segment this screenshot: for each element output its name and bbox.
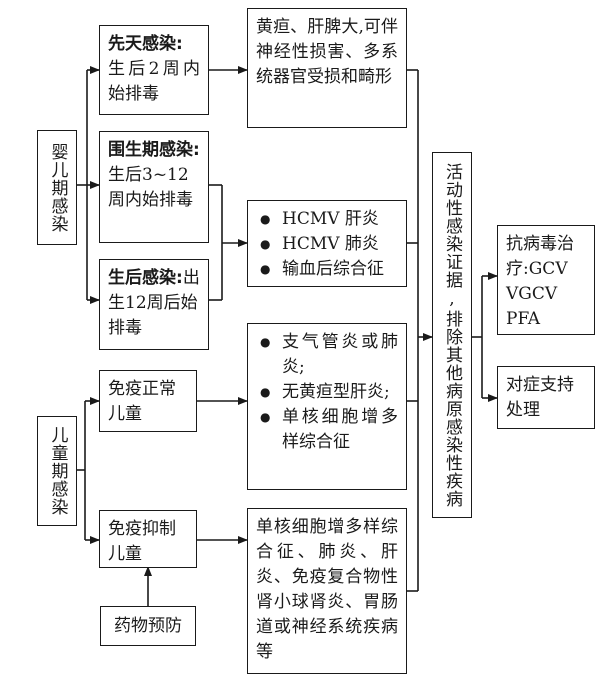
- outcome-item: 无黄疸型肝炎;: [256, 380, 398, 405]
- congenital-outcome-box: 黄疸、肝脾大,可伴神经性损害、多系统器官受损和畸形: [247, 8, 407, 128]
- immune-suppressed-outcome-box: 单核细胞增多样综合征、肺炎、肝炎、免疫复合物性肾小球肾炎、胃肠道或神经系统疾病等: [247, 508, 407, 674]
- immune-normal-outcomes-box: 支气管炎或肺炎; 无黄疸型肝炎; 单核细胞增多样综合征: [247, 323, 407, 490]
- congenital-infection-box: 先天感染: 生后2周内始排毒: [99, 25, 209, 115]
- perinatal-infection-box: 围生期感染: 生后3~12周内始排毒: [99, 131, 209, 243]
- supportive-care-box: 对症支持处理: [497, 366, 595, 429]
- immune-suppressed-box: 免疫抑制儿童: [99, 510, 197, 568]
- infant-period-label: 婴儿期感染: [37, 130, 77, 245]
- outcome-item: HCMV 肺炎: [256, 232, 398, 257]
- congenital-title: 先天感染:: [108, 34, 183, 54]
- antiviral-line: 抗病毒治疗:GCV: [506, 234, 574, 279]
- perinatal-outcomes-box: HCMV 肝炎 HCMV 肺炎 输血后综合征: [247, 200, 407, 287]
- outcome-item: 单核细胞增多样综合征: [256, 405, 398, 455]
- congenital-desc: 生后2周内始排毒: [108, 59, 200, 104]
- outcome-item: HCMV 肝炎: [256, 207, 398, 232]
- antiviral-treatment-box: 抗病毒治疗:GCV VGCV PFA: [497, 225, 595, 335]
- drug-prophylaxis-box: 药物预防: [100, 606, 196, 646]
- perinatal-desc: 生后3~12周内始排毒: [108, 165, 193, 210]
- outcome-item: 输血后综合征: [256, 257, 398, 282]
- postnatal-title: 生后感染:: [108, 268, 183, 288]
- postnatal-infection-box: 生后感染:出生12周后始排毒: [99, 259, 209, 350]
- antiviral-line: PFA: [506, 309, 541, 329]
- perinatal-title: 围生期感染:: [108, 140, 200, 160]
- immune-normal-box: 免疫正常儿童: [99, 370, 197, 432]
- outcome-item: 支气管炎或肺炎;: [256, 330, 398, 380]
- active-infection-evidence-box: 活动性感染证据,排除其他病原感染性疾病: [432, 152, 472, 518]
- postnatal-desc: 出生12周后始排毒: [108, 268, 200, 338]
- antiviral-line: VGCV: [506, 284, 558, 304]
- child-period-label: 儿童期感染: [37, 416, 77, 526]
